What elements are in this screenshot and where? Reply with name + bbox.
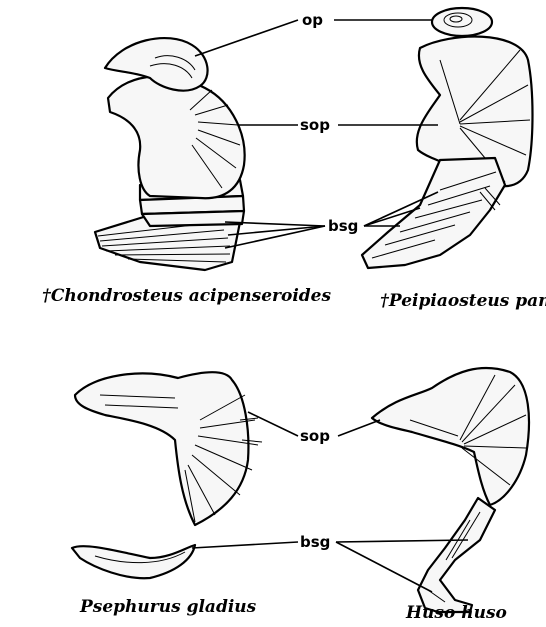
chondrosteus-subopercle (108, 76, 245, 198)
peipiaosteus-branchiostegals (362, 158, 505, 268)
label-op: op (302, 11, 323, 29)
psephurus-figure (72, 372, 262, 578)
peipiaosteus-figure (362, 8, 533, 268)
label-bsg-bottom: bsg (300, 533, 330, 551)
psephurus-branchiostegal (72, 545, 195, 578)
species-chondrosteus: †Chondrosteus acipenseroides (42, 286, 331, 306)
label-sop-bottom: sop (300, 427, 330, 445)
label-bsg-top: bsg (328, 217, 358, 235)
label-sop-top: sop (300, 116, 330, 134)
species-psephurus: Psephurus gladius (79, 597, 257, 617)
chondrosteus-opercle (105, 38, 208, 91)
chondrosteus-figure (95, 38, 245, 270)
huso-figure (372, 368, 529, 612)
huso-subopercle (372, 368, 529, 505)
peipiaosteus-opercle (432, 8, 492, 36)
species-huso: Huso huso (405, 603, 507, 623)
huso-branchiostegal (418, 498, 495, 612)
species-peipiaosteus: †Peipiaosteus pani (380, 291, 546, 311)
psephurus-subopercle (75, 372, 262, 525)
